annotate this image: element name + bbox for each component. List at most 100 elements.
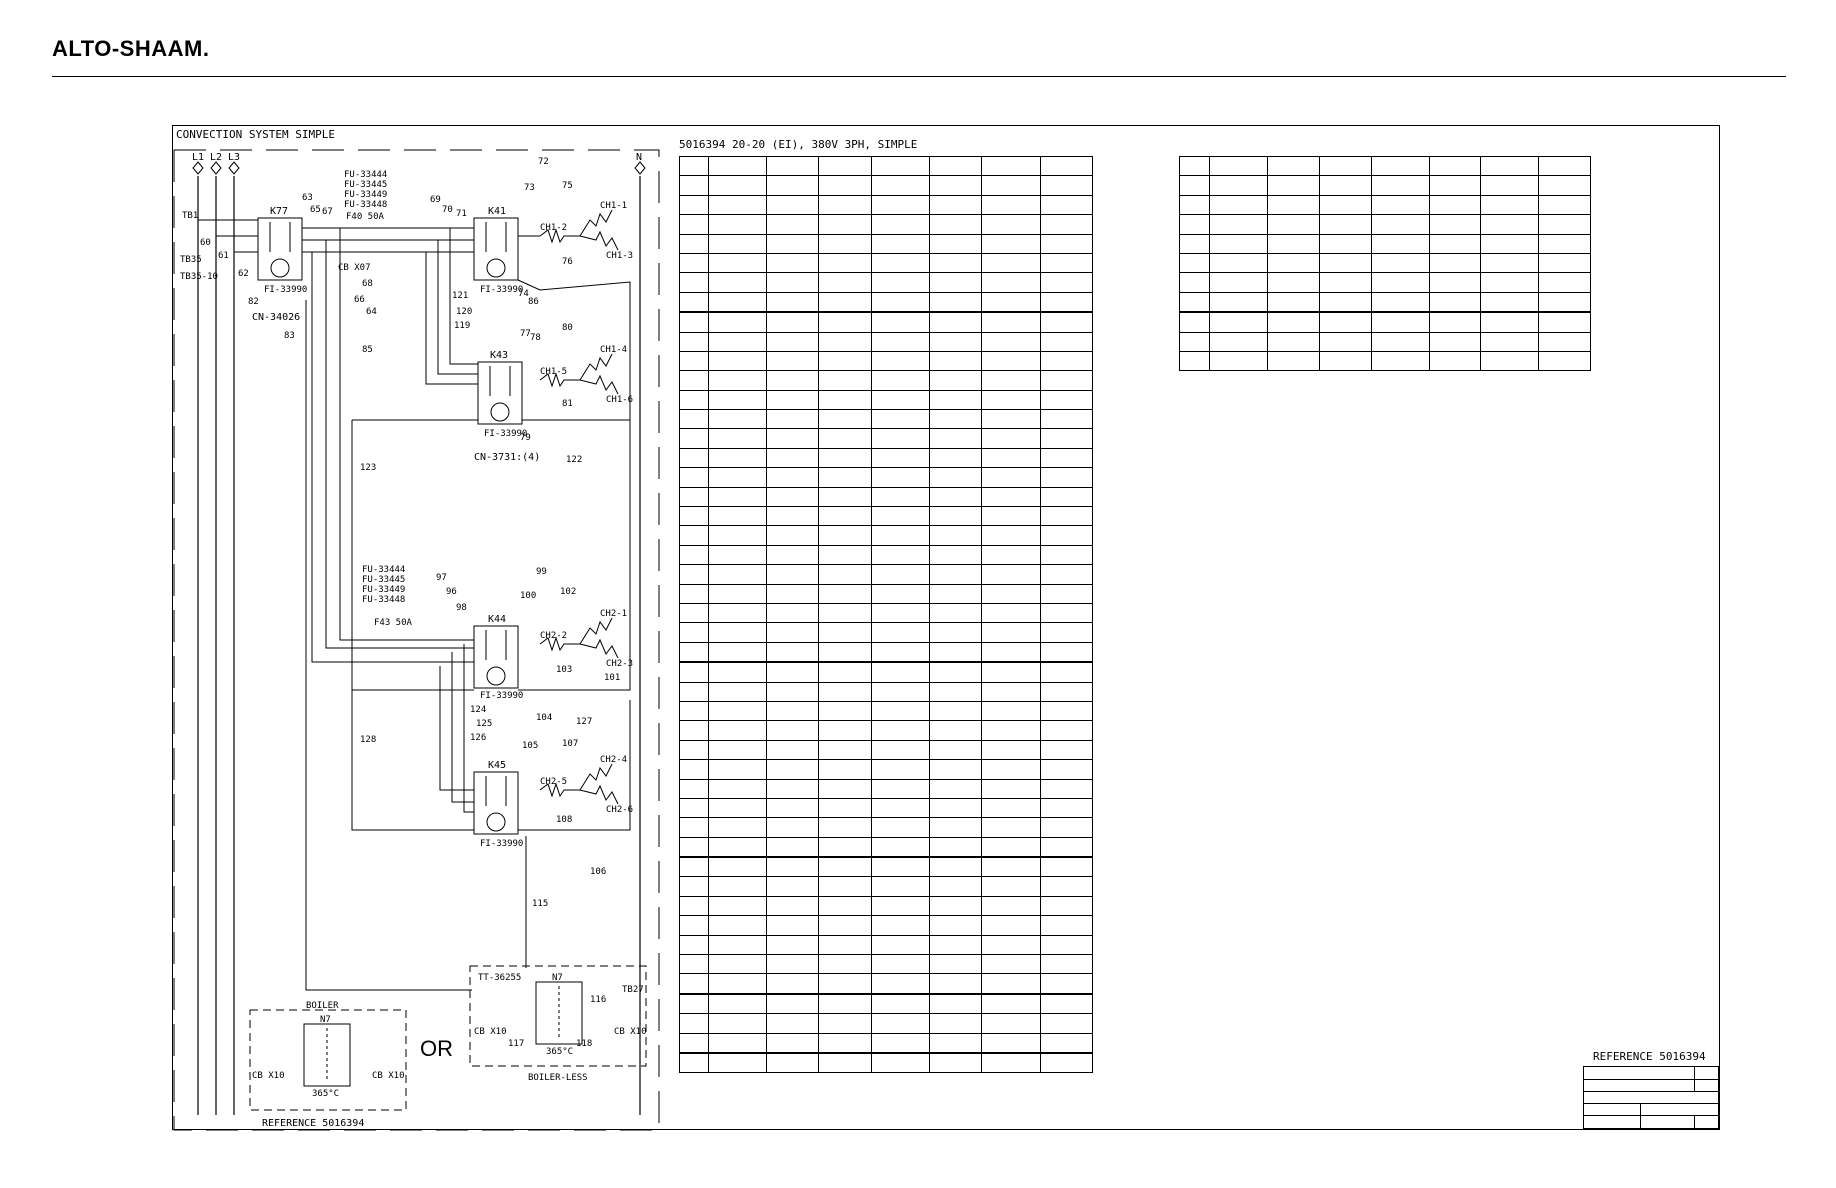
fuse-list-bottom-2: FU-33445 xyxy=(362,575,405,585)
table-cell xyxy=(679,778,709,799)
wire-98: 98 xyxy=(456,603,467,613)
table-cell xyxy=(870,797,930,819)
table-cell xyxy=(981,467,1041,488)
table-cell xyxy=(1267,155,1320,177)
table-cell xyxy=(707,272,767,293)
table-cell xyxy=(818,252,872,274)
heater-ch1-5: CH1-5 xyxy=(540,367,567,377)
table-cell xyxy=(707,428,767,449)
table-cell xyxy=(1538,350,1591,372)
table-cell xyxy=(1039,954,1094,975)
table-cell xyxy=(679,759,709,780)
table-cell xyxy=(1318,291,1372,313)
table-cell xyxy=(707,583,767,604)
table-cell xyxy=(1428,233,1482,254)
table-cell xyxy=(765,973,820,995)
table-cell xyxy=(765,934,820,956)
table-cell xyxy=(870,973,930,995)
table-cell xyxy=(870,895,930,917)
table-cell xyxy=(1538,331,1591,352)
table-cell xyxy=(818,602,872,624)
table-cell xyxy=(765,954,820,975)
table-cell xyxy=(870,467,930,488)
table-cell xyxy=(928,467,983,488)
table-cell xyxy=(928,778,983,799)
table-cell xyxy=(928,447,983,469)
table-cell xyxy=(679,564,709,585)
table-cell xyxy=(818,389,872,411)
table-cell xyxy=(1318,252,1372,274)
table-cell xyxy=(679,954,709,975)
table-cell xyxy=(1428,272,1482,293)
table-cell xyxy=(981,681,1041,702)
boiler-cb-left: CB X10 xyxy=(252,1071,285,1081)
table-cell xyxy=(870,739,930,761)
table-cell xyxy=(1370,175,1430,196)
table-cell xyxy=(1209,214,1269,235)
table-cell xyxy=(679,486,709,508)
wire-79: 79 xyxy=(520,433,531,443)
table-cell xyxy=(928,915,983,936)
wire-104: 104 xyxy=(536,713,552,723)
table-cell xyxy=(765,856,820,878)
table-cell xyxy=(818,544,872,566)
table-cell xyxy=(818,778,872,799)
table-cell xyxy=(679,973,709,995)
table-cell xyxy=(870,934,930,956)
heater-ch1-6: CH1-6 xyxy=(606,395,633,405)
table-cell xyxy=(765,409,820,430)
table-cell xyxy=(679,252,709,274)
table-cell xyxy=(1318,311,1372,333)
table-cell xyxy=(818,214,872,235)
table-cell xyxy=(928,759,983,780)
table-row xyxy=(679,467,1094,488)
table-row xyxy=(679,214,1094,235)
table-cell xyxy=(707,506,767,527)
line-label-l3: L3 xyxy=(228,152,240,163)
table-cell xyxy=(981,759,1041,780)
table-row xyxy=(679,409,1094,430)
table-cell xyxy=(928,700,983,722)
line-label-l1: L1 xyxy=(192,152,204,163)
heater-ch2-3: CH2-3 xyxy=(606,659,633,669)
table-cell xyxy=(1178,291,1211,313)
table-cell xyxy=(707,311,767,333)
table-cell xyxy=(679,155,709,177)
table-cell xyxy=(870,583,930,604)
table-cell xyxy=(765,233,820,254)
table-cell xyxy=(1267,252,1320,274)
table-cell xyxy=(1039,778,1094,799)
table-cell xyxy=(1039,155,1094,177)
table-cell xyxy=(1209,331,1269,352)
table-cell xyxy=(870,915,930,936)
table-row xyxy=(679,992,1094,1015)
table-row xyxy=(1178,331,1591,352)
table-cell xyxy=(1370,233,1430,254)
table-cell xyxy=(928,486,983,508)
heater-ch1-4: CH1-4 xyxy=(600,345,627,355)
contactor-label-k45: K45 xyxy=(488,760,506,771)
table-cell xyxy=(765,544,820,566)
table-cell xyxy=(981,817,1041,838)
table-cell xyxy=(679,583,709,604)
table-cell xyxy=(1480,252,1540,274)
wire-101: 101 xyxy=(604,673,620,683)
table-cell xyxy=(818,992,872,1015)
boilerless-temp: 365°C xyxy=(546,1047,573,1057)
table-cell xyxy=(765,331,820,352)
table-cell xyxy=(928,876,983,897)
table-cell xyxy=(1480,272,1540,293)
contactor-label-k77: K77 xyxy=(270,206,288,217)
table-row xyxy=(679,155,1094,177)
table-cell xyxy=(707,720,767,741)
title-block xyxy=(1583,1066,1719,1130)
table-cell xyxy=(765,915,820,936)
table-cell xyxy=(1318,175,1372,196)
table-cell xyxy=(1428,175,1482,196)
table-cell xyxy=(707,1032,767,1054)
table-row xyxy=(679,583,1094,604)
table-cell xyxy=(765,370,820,391)
table-cell xyxy=(818,564,872,585)
table-cell xyxy=(1480,311,1540,333)
table-row xyxy=(679,331,1094,352)
